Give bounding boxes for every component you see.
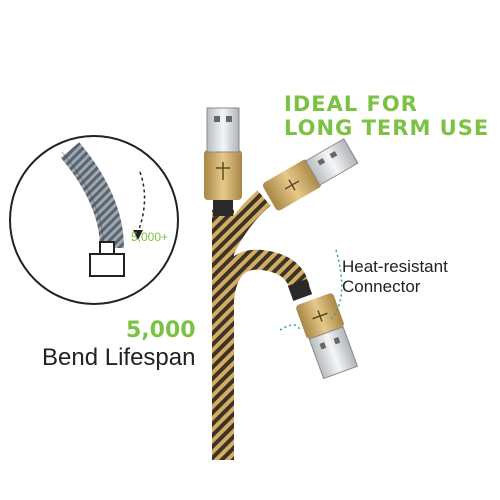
bent-cable: [212, 138, 359, 261]
bend-test-inset: [9, 135, 179, 305]
connector-label-line-2: Connector: [342, 277, 421, 296]
connector-label-line-1: Heat-resistant: [342, 257, 448, 276]
headline-line-2: LONG TERM USE: [284, 116, 490, 140]
straight-cable: [204, 107, 242, 460]
bend-counter-label: 5,000+: [131, 230, 169, 244]
headline-line-1: IDEAL FOR: [284, 92, 418, 116]
bend-count: 5,000: [126, 318, 196, 343]
curved-cable: [214, 249, 359, 380]
bend-lifespan-label: Bend Lifespan: [42, 344, 196, 371]
